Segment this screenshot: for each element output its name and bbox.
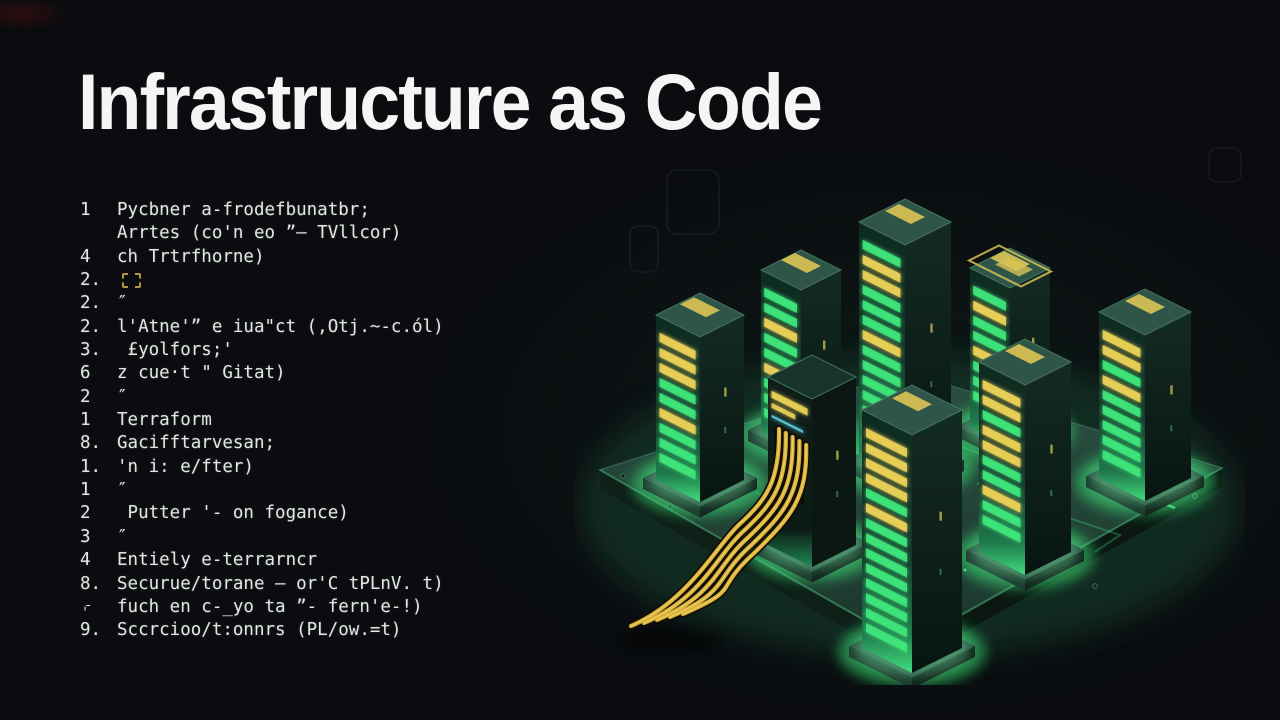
- code-text: ″: [117, 386, 128, 407]
- code-line: 2″: [80, 386, 444, 409]
- code-text: ″: [117, 526, 128, 547]
- code-line: 1 Terraform: [80, 409, 444, 432]
- line-number: 2.: [80, 293, 102, 314]
- code-text: £yolfors;': [117, 340, 233, 361]
- code-text: Arrtes (co'n eo ”– TVllcor): [117, 223, 402, 244]
- code-line: Arrtes (co'n eo ”– TVllcor): [80, 222, 444, 245]
- server-farm-svg: [580, 147, 1242, 689]
- line-number: 3: [80, 526, 91, 547]
- line-number: 2: [80, 386, 91, 407]
- line-number: 1: [80, 410, 91, 431]
- line-number: 8.: [80, 433, 102, 454]
- code-text: z cue·t " Gitat): [117, 363, 286, 384]
- code-text: Entiely e-terrarncr: [117, 550, 318, 571]
- gold-brackets-icon: [122, 273, 141, 289]
- code-text: Gacifftarvesan;: [117, 433, 276, 454]
- code-text: Terraform: [117, 410, 212, 431]
- code-line: ⌌ fuch en c-_yo ta ”- fern'e-!): [80, 596, 444, 619]
- line-number: 9.: [80, 620, 102, 641]
- code-listing: 1 Pycbner a-frodefbunatbr; Arrtes (co'n eo…: [80, 199, 444, 643]
- code-line: 8. Gacifftarvesan;: [80, 432, 444, 455]
- line-number: ⌌: [80, 596, 91, 617]
- code-line: 9. Sccrcioo/t:onnrs (PL/ow.=t): [80, 619, 444, 642]
- slide-title: Infrastructure as Code: [78, 57, 823, 146]
- line-number: 3.: [80, 340, 102, 361]
- server-farm-illustration: [575, 140, 1245, 689]
- code-text: l'Atne'” e iua"ct (,Otj.~-c.ól): [117, 316, 444, 337]
- code-line: 8. Securue/torane – or'C tPLnV. t): [80, 573, 444, 596]
- code-line: 4 ch Trtrfhorne): [80, 246, 444, 269]
- line-number: 4: [80, 246, 91, 267]
- code-line: 2. l'Atne'” e iua"ct (,Otj.~-c.ól): [80, 316, 444, 339]
- code-text: fuch en c-_yo ta ”- fern'e-!): [117, 596, 423, 617]
- code-line: 1. 'n i: e/fter): [80, 456, 444, 479]
- line-number: 4: [80, 550, 91, 571]
- code-line: 1 Pycbner a-frodefbunatbr;: [80, 199, 444, 222]
- line-number: 8.: [80, 573, 102, 594]
- code-line: 2.: [80, 269, 444, 292]
- red-smudge-decor: [0, 0, 72, 30]
- code-line: 2 Putter '- on fogance): [80, 502, 444, 525]
- line-number: 2.: [80, 270, 102, 291]
- code-line: 6 z cue·t " Gitat): [80, 362, 444, 385]
- code-text: ″: [117, 480, 128, 501]
- code-text: Sccrcioo/t:onnrs (PL/ow.=t): [117, 620, 402, 641]
- code-line: 3. £yolfors;': [80, 339, 444, 362]
- code-text: 'n i: e/fter): [117, 456, 254, 477]
- code-text: Securue/torane – or'C tPLnV. t): [117, 573, 444, 594]
- code-line: 3″: [80, 526, 444, 549]
- code-text: Putter '- on fogance): [117, 503, 349, 524]
- line-number: 6: [80, 363, 91, 384]
- line-number: 2: [80, 503, 91, 524]
- code-text: Pycbner a-frodefbunatbr;: [117, 200, 370, 220]
- code-line: 2. ″: [80, 292, 444, 315]
- code-line: 1″: [80, 479, 444, 502]
- line-number: 1.: [80, 456, 102, 477]
- line-number: 2.: [80, 316, 102, 337]
- code-text: ch Trtrfhorne): [117, 246, 265, 267]
- line-number: 1: [80, 480, 91, 501]
- code-line: 4 Entiely e-terrarncr: [80, 549, 444, 572]
- code-text: ″: [117, 293, 128, 314]
- line-number: 1: [80, 200, 91, 220]
